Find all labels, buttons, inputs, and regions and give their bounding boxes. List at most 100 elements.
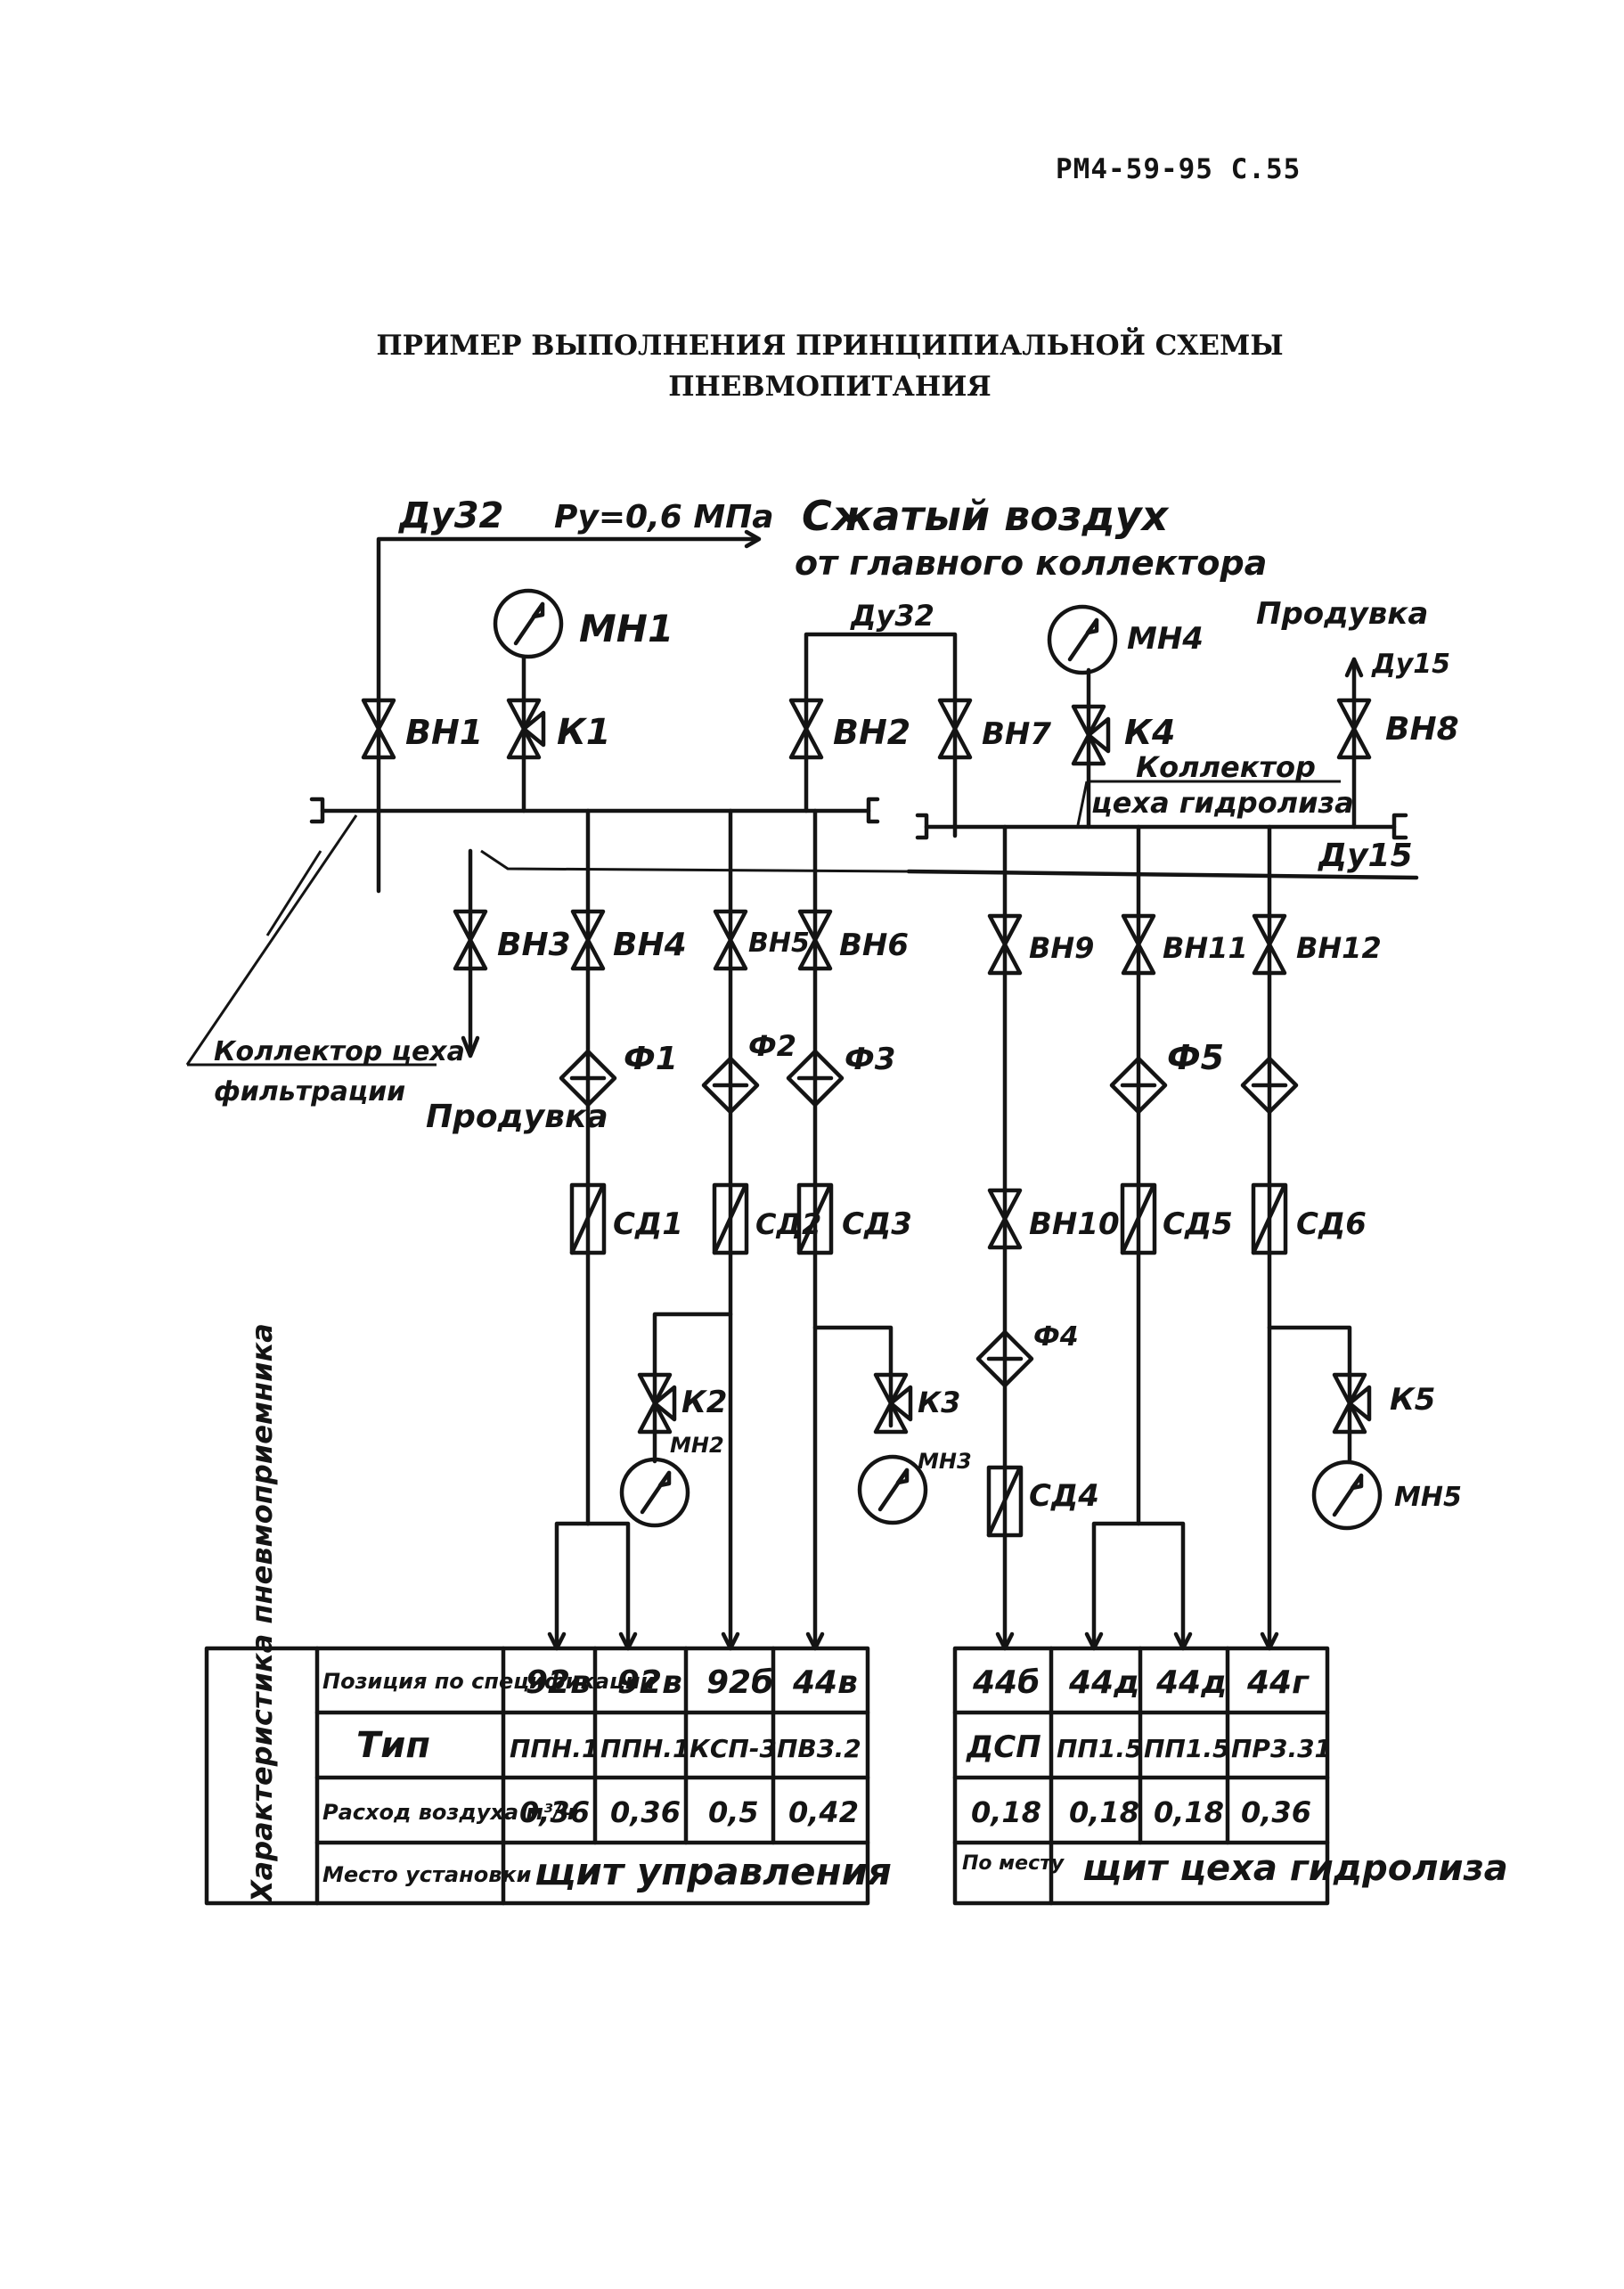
left-position-2: 92в bbox=[617, 1664, 682, 1701]
purge-left-label: Продувка bbox=[426, 1099, 608, 1135]
main-line-size: Ду32 bbox=[397, 495, 503, 536]
supply-source-line1: Сжатый воздух bbox=[802, 492, 1170, 540]
right-flow-2: 0,18 bbox=[1069, 1795, 1139, 1829]
label-f5: Ф5 bbox=[1167, 1038, 1224, 1077]
row-header-place: Место установки bbox=[322, 1862, 532, 1887]
right-type-1: ДСП bbox=[966, 1729, 1041, 1765]
right-flow-3: 0,18 bbox=[1154, 1795, 1224, 1829]
label-sd1: СД1 bbox=[613, 1206, 683, 1242]
k2-branch bbox=[652, 1312, 733, 1464]
gauge-mn2 bbox=[622, 1459, 688, 1525]
row-header-type: Тип bbox=[356, 1725, 430, 1766]
vn2-vn7-branch bbox=[804, 632, 958, 838]
du15-line bbox=[480, 849, 1419, 880]
label-k1: К1 bbox=[557, 712, 611, 753]
collector-filtration-line1: Коллектор цеха bbox=[214, 1036, 465, 1067]
left-flow-4: 0,42 bbox=[788, 1795, 859, 1829]
label-vn8: ВН8 bbox=[1385, 711, 1459, 748]
label-k2: К2 bbox=[681, 1385, 727, 1420]
collector-hydrolysis-leader bbox=[1076, 780, 1341, 826]
row-header-flow: Расход воздуха м³/ч bbox=[322, 1800, 575, 1825]
left-type-2: ППН.1 bbox=[600, 1734, 690, 1763]
left-place: щит управления bbox=[535, 1850, 892, 1893]
label-sd5: СД5 bbox=[1163, 1206, 1233, 1242]
label-vn9: ВН9 bbox=[1029, 931, 1094, 965]
left-position-4: 44в bbox=[792, 1664, 858, 1701]
label-vn2: ВН2 bbox=[833, 713, 910, 752]
label-k5: К5 bbox=[1390, 1382, 1435, 1418]
label-f4: Ф4 bbox=[1033, 1321, 1079, 1353]
valve-k2 bbox=[640, 1375, 674, 1432]
title-line-1: ПРИМЕР ВЫПОЛНЕНИЯ ПРИНЦИПИАЛЬНОЙ СХЕМЫ bbox=[376, 330, 1284, 362]
right-position-4: 44г bbox=[1246, 1664, 1310, 1701]
collector-hydrolysis-line2: цеха гидролиза bbox=[1091, 786, 1354, 820]
label-vn11: ВН11 bbox=[1163, 931, 1248, 965]
consumer-feeds bbox=[554, 1521, 1186, 1651]
label-vn10: ВН10 bbox=[1029, 1206, 1120, 1242]
label-sd6: СД6 bbox=[1296, 1206, 1367, 1242]
collector-line-size: Ду15 bbox=[1318, 838, 1413, 874]
gauge-mn5 bbox=[1314, 1462, 1380, 1528]
left-type-1: ППН.1 bbox=[510, 1734, 599, 1763]
supply-pressure: Ру=0,6 МПа bbox=[554, 499, 774, 535]
gauge-mn4 bbox=[1049, 607, 1115, 673]
right-type-3: ПП1.5 bbox=[1144, 1734, 1229, 1763]
label-sd4: СД4 bbox=[1029, 1478, 1099, 1514]
main-supply-line bbox=[376, 529, 762, 894]
collector-filtration-leader bbox=[185, 814, 437, 1067]
label-k4: К4 bbox=[1124, 713, 1176, 752]
right-position-2: 44д bbox=[1068, 1664, 1139, 1701]
right-type-4: ПР3.31 bbox=[1231, 1734, 1332, 1763]
table-right bbox=[952, 1646, 1330, 1906]
label-vn7: ВН7 bbox=[982, 716, 1051, 752]
label-vn12: ВН12 bbox=[1296, 931, 1382, 965]
valve-k4 bbox=[1073, 707, 1108, 764]
right-type-2: ПП1.5 bbox=[1057, 1734, 1142, 1763]
label-sd3: СД3 bbox=[842, 1206, 912, 1242]
purge-label: Продувка bbox=[1256, 596, 1428, 632]
label-mn4: МН4 bbox=[1127, 621, 1204, 657]
gauge-mn3 bbox=[860, 1457, 926, 1523]
label-vn3: ВН3 bbox=[497, 927, 571, 963]
left-flow-3: 0,5 bbox=[708, 1795, 759, 1829]
left-flow-2: 0,36 bbox=[610, 1795, 681, 1829]
label-vn5: ВН5 bbox=[748, 928, 810, 959]
k5-branch bbox=[1267, 1325, 1352, 1464]
left-collector bbox=[309, 797, 880, 824]
valve-k3 bbox=[876, 1375, 910, 1432]
right-position-3: 44д bbox=[1155, 1664, 1227, 1701]
right-flow-4: 0,36 bbox=[1241, 1795, 1311, 1829]
gauge-mn1 bbox=[495, 591, 561, 657]
k3-branch bbox=[812, 1325, 894, 1428]
branch-line-size: Ду32 bbox=[850, 599, 934, 633]
label-mn1: МН1 bbox=[579, 607, 673, 650]
label-f2: Ф2 bbox=[748, 1029, 796, 1063]
collector-filtration-line2: фильтрации bbox=[214, 1076, 405, 1108]
left-position-3: 92б bbox=[706, 1664, 773, 1701]
label-vn6: ВН6 bbox=[839, 928, 909, 963]
right-place-first: По месту bbox=[962, 1852, 1065, 1875]
left-flow-1: 0,36 bbox=[519, 1795, 590, 1829]
label-f3: Ф3 bbox=[845, 1042, 895, 1077]
diagram-title: ПРИМЕР ВЫПОЛНЕНИЯ ПРИНЦИПИАЛЬНОЙ СХЕМЫ П… bbox=[0, 325, 1624, 407]
table-side-header: Характеристика пневмоприемника bbox=[245, 1323, 279, 1904]
row-header-position: Позиция по спецификации bbox=[322, 1669, 656, 1694]
supply-source-line2: от главного коллектора bbox=[795, 544, 1267, 583]
left-type-3: КСП-3 bbox=[690, 1734, 777, 1763]
label-mn2: МН2 bbox=[670, 1433, 724, 1458]
right-flow-1: 0,18 bbox=[971, 1795, 1041, 1829]
table-left bbox=[204, 1646, 870, 1906]
label-vn1: ВН1 bbox=[405, 713, 483, 752]
page-reference: РМ4-59-95 С.55 bbox=[1056, 153, 1302, 185]
collector-hydrolysis-line1: Коллектор bbox=[1136, 750, 1316, 784]
left-position-1: 92в bbox=[526, 1664, 591, 1701]
left-type-4: ПВЗ.2 bbox=[777, 1734, 861, 1763]
label-mn3: МН3 bbox=[918, 1449, 972, 1474]
right-place: щит цеха гидролиза bbox=[1082, 1848, 1508, 1889]
label-vn4: ВН4 bbox=[613, 927, 687, 963]
valve-k1 bbox=[509, 700, 543, 757]
label-f1: Ф1 bbox=[624, 1041, 678, 1077]
right-position-1: 44б bbox=[972, 1664, 1040, 1701]
valve-k5 bbox=[1334, 1375, 1369, 1432]
